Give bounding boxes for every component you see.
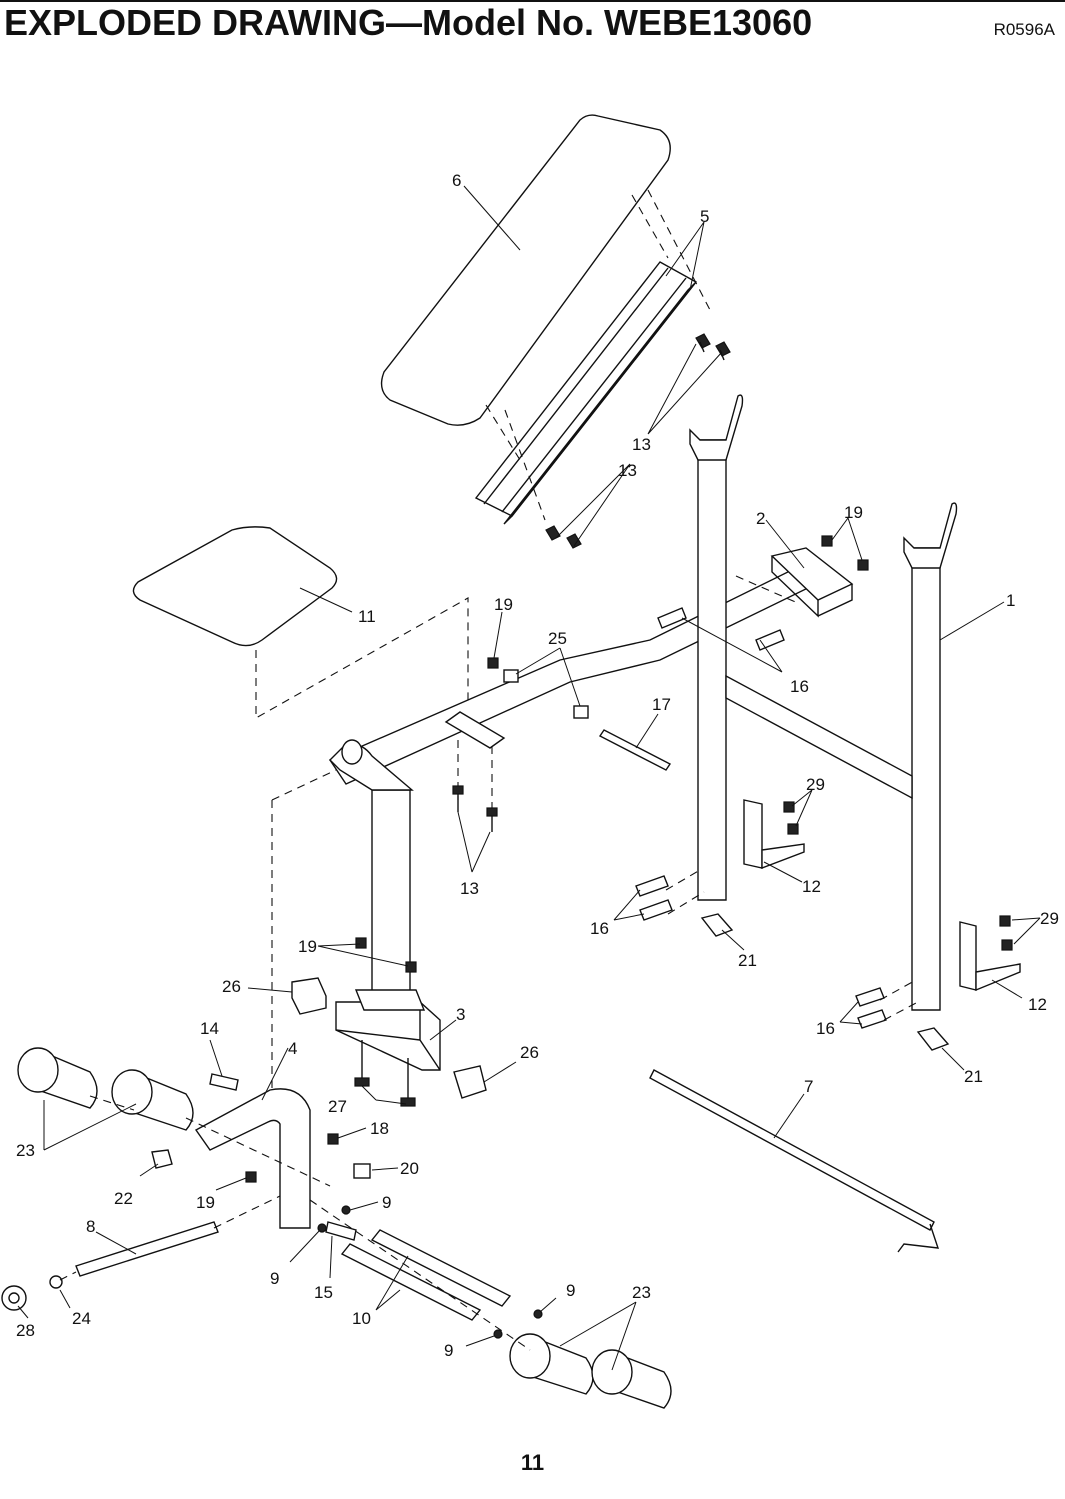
callout-label: 20 — [400, 1159, 419, 1178]
callout-label: 19 — [494, 595, 513, 614]
callout-label: 1 — [1006, 591, 1015, 610]
right-upright — [911, 547, 941, 1011]
backrest-pad — [380, 114, 671, 426]
callout-label: 28 — [16, 1321, 35, 1340]
callout-label: 14 — [200, 1019, 219, 1038]
callout-label: 18 — [370, 1119, 389, 1138]
callout-label: 19 — [844, 503, 863, 522]
callout-label: 13 — [632, 435, 651, 454]
callout-label: 15 — [314, 1283, 333, 1302]
pivot-rod — [598, 729, 672, 771]
callout-label: 13 — [460, 879, 479, 898]
seat-pad — [132, 526, 338, 647]
cross-member — [725, 674, 913, 800]
callout-label: 16 — [790, 677, 809, 696]
callout-label: 26 — [520, 1043, 539, 1062]
callout-label: 19 — [298, 937, 317, 956]
callout-label: 6 — [452, 171, 461, 190]
callout-label: 21 — [738, 951, 757, 970]
callout-label: 25 — [548, 629, 567, 648]
callout-label: 16 — [590, 919, 609, 938]
drawing-code: R0596A — [993, 20, 1055, 39]
callout-label: 23 — [16, 1141, 35, 1160]
leg-rod — [75, 1221, 219, 1277]
foot-cap — [700, 913, 734, 937]
callout-label: 8 — [86, 1217, 95, 1236]
callout-label: 29 — [806, 775, 825, 794]
callout-label: 26 — [222, 977, 241, 996]
end-cap — [291, 977, 327, 1015]
callout-label: 2 — [756, 509, 765, 528]
callout-label: 29 — [1040, 909, 1059, 928]
leg-bracket — [743, 799, 763, 869]
handle-bar — [649, 1069, 935, 1231]
callout-label: 23 — [632, 1283, 651, 1302]
callout-label: 13 — [618, 461, 637, 480]
top-rule — [0, 0, 1065, 2]
callout-label: 4 — [288, 1039, 297, 1058]
callout-label: 3 — [456, 1005, 465, 1024]
callout-label: 16 — [816, 1019, 835, 1038]
foam-tube — [370, 1229, 512, 1307]
callout-label: 7 — [804, 1077, 813, 1096]
callout-label: 17 — [652, 695, 671, 714]
callout-label: 12 — [1028, 995, 1047, 1014]
callout-label: 10 — [352, 1309, 371, 1328]
left-upright — [697, 439, 727, 901]
callout-label: 9 — [270, 1269, 279, 1288]
callout-label: 21 — [964, 1067, 983, 1086]
callout-label: 5 — [700, 207, 709, 226]
page-number: 11 — [520, 1450, 545, 1475]
callout-label: 19 — [196, 1193, 215, 1212]
callout-label: 11 — [358, 607, 376, 626]
callout-label: 27 — [328, 1097, 347, 1116]
callout-label: 9 — [566, 1281, 575, 1300]
callout-label: 22 — [114, 1189, 133, 1208]
callout-label: 9 — [444, 1341, 453, 1360]
leg-lever — [194, 1088, 311, 1229]
seat-frame-tube — [328, 565, 813, 785]
callout-label: 24 — [72, 1309, 91, 1328]
page-title: EXPLODED DRAWING—Model No. WEBE13060 — [4, 2, 813, 43]
callout-label: 12 — [802, 877, 821, 896]
callout-label: 9 — [382, 1193, 391, 1212]
